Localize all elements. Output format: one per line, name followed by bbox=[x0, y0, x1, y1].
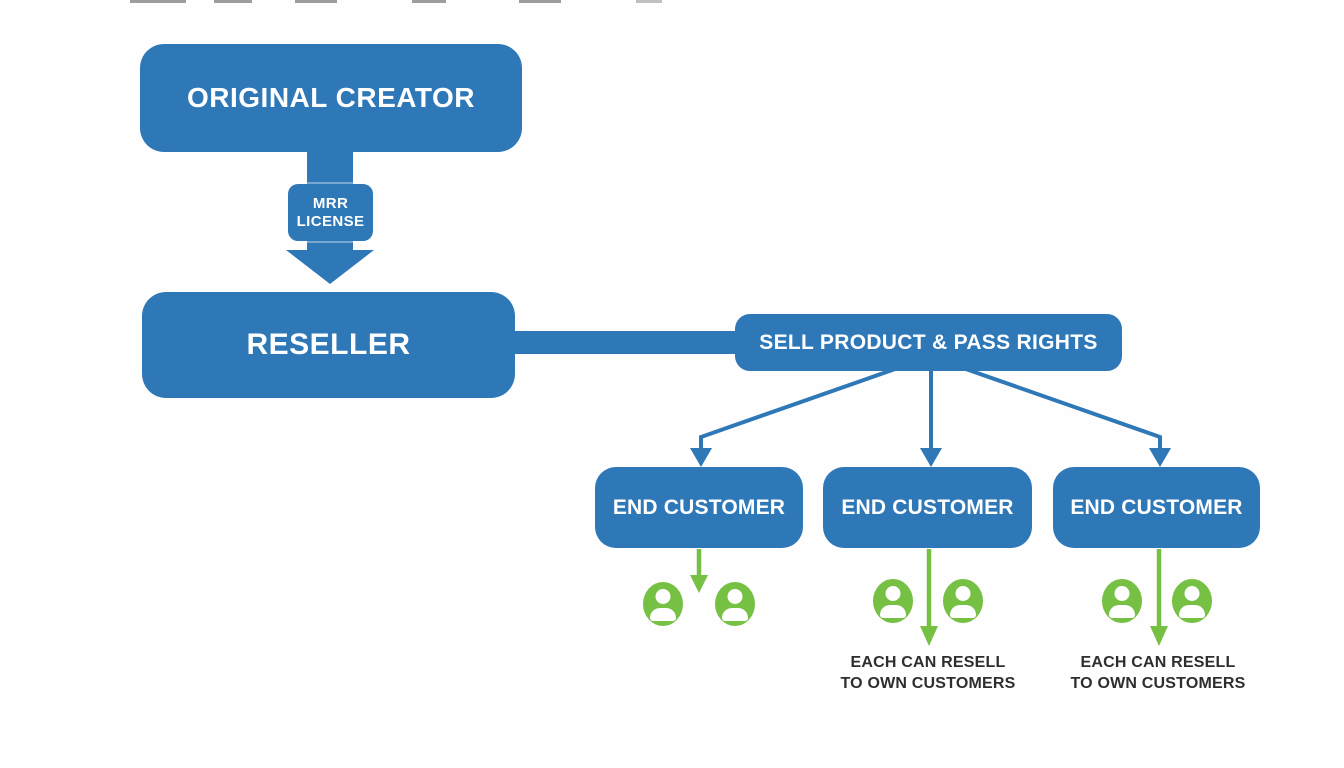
person-icon bbox=[1102, 579, 1142, 623]
end-customer-box-3: END CUSTOMER bbox=[1053, 467, 1260, 548]
reseller-label: RESELLER bbox=[246, 328, 411, 361]
sell-rights-label: SELL PRODUCT & PASS RIGHTS bbox=[759, 330, 1098, 354]
caption-line2: TO OWN CUSTOMERS bbox=[840, 675, 1016, 692]
person-body bbox=[880, 605, 906, 618]
arrow-down-icon bbox=[690, 575, 708, 593]
original-creator-label: ORIGINAL CREATOR bbox=[186, 82, 475, 113]
arrow-down-icon bbox=[1149, 448, 1171, 467]
person-icon bbox=[1172, 579, 1212, 623]
fan-arrow-to-customer-3 bbox=[962, 366, 1162, 450]
resell-caption-middle: EACH CAN RESELL TO OWN CUSTOMERS bbox=[826, 652, 1030, 694]
caption-line1: EACH CAN RESELL bbox=[850, 654, 1006, 671]
mrr-badge-line2: LICENSE bbox=[296, 212, 365, 230]
top-edge-artifact bbox=[295, 0, 337, 3]
top-edge-artifact bbox=[130, 0, 186, 3]
caption-line1: EACH CAN RESELL bbox=[1080, 654, 1236, 671]
person-body bbox=[950, 605, 976, 618]
person-icon bbox=[643, 582, 683, 626]
person-icon bbox=[943, 579, 983, 623]
person-icon bbox=[715, 582, 755, 626]
mrr-license-badge: MRR LICENSE bbox=[288, 184, 373, 241]
person-body bbox=[722, 608, 748, 621]
reseller-box: RESELLER bbox=[142, 292, 515, 398]
end-customer-label: END CUSTOMER bbox=[612, 495, 786, 519]
end-customer-box-1: END CUSTOMER bbox=[595, 467, 803, 548]
person-head bbox=[727, 589, 743, 604]
caption-line2: TO OWN CUSTOMERS bbox=[1070, 675, 1246, 692]
top-edge-artifact bbox=[636, 0, 662, 3]
person-head bbox=[1184, 586, 1200, 601]
top-edge-artifact bbox=[214, 0, 252, 3]
arrow-down-icon bbox=[920, 448, 942, 467]
person-body bbox=[650, 608, 676, 621]
arrow-down-icon bbox=[920, 626, 938, 646]
end-customer-label: END CUSTOMER bbox=[841, 495, 1014, 519]
mrr-badge-line1: MRR bbox=[312, 194, 349, 212]
person-head bbox=[1114, 586, 1130, 601]
sell-rights-box: SELL PRODUCT & PASS RIGHTS bbox=[735, 314, 1122, 371]
person-head bbox=[955, 586, 971, 601]
end-customer-box-2: END CUSTOMER bbox=[823, 467, 1032, 548]
end-customer-label: END CUSTOMER bbox=[1070, 495, 1243, 519]
reseller-to-sellrights-connector bbox=[500, 331, 750, 354]
person-body bbox=[1109, 605, 1135, 618]
resell-caption-right: EACH CAN RESELL TO OWN CUSTOMERS bbox=[1056, 652, 1260, 694]
person-head bbox=[885, 586, 901, 601]
person-head bbox=[655, 589, 671, 604]
original-creator-box: ORIGINAL CREATOR bbox=[140, 44, 522, 152]
arrow-down-icon bbox=[286, 250, 374, 284]
person-body bbox=[1179, 605, 1205, 618]
fan-arrow-to-customer-1 bbox=[699, 366, 899, 450]
arrow-down-icon bbox=[1150, 626, 1168, 646]
person-icon bbox=[873, 579, 913, 623]
top-edge-artifact bbox=[519, 0, 561, 3]
top-edge-artifact bbox=[412, 0, 446, 3]
arrow-down-icon bbox=[690, 448, 712, 467]
